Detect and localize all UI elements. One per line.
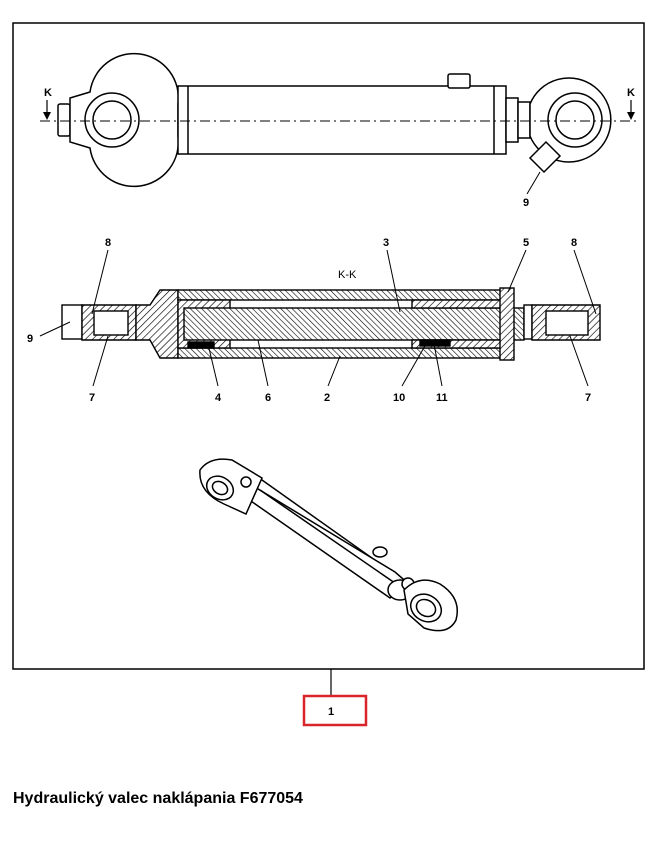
callout-bot-6: 6 (265, 392, 271, 404)
top-view-cylinder (57, 52, 612, 188)
callout-bot-4: 4 (215, 392, 222, 404)
callout-bot-7-right: 7 (585, 392, 591, 404)
section-view-cylinder (61, 287, 601, 361)
callout-mid-9: 9 (27, 333, 33, 345)
section-arrow-right (627, 100, 635, 120)
diagram-frame (12, 22, 645, 670)
callout-bot-11: 11 (436, 392, 448, 404)
section-arrow-left (43, 100, 51, 120)
callout-mid-8-right: 8 (571, 237, 577, 249)
callout-mid-5: 5 (523, 237, 529, 249)
section-marker-right: K (627, 87, 635, 99)
leader-top-9 (526, 171, 541, 195)
part-title: Hydraulický valec naklápania F677054 (13, 790, 303, 807)
ref-highlight-box[interactable] (302, 694, 368, 727)
callout-mid-8-left: 8 (105, 237, 111, 249)
section-marker-left: K (44, 87, 52, 99)
callout-bot-7-left: 7 (89, 392, 95, 404)
callout-bot-2: 2 (324, 392, 330, 404)
callout-top-9: 9 (523, 197, 529, 209)
callout-mid-3: 3 (383, 237, 389, 249)
section-label: K-K (338, 269, 357, 281)
isometric-cylinder (199, 458, 458, 632)
callout-bot-10: 10 (393, 392, 405, 404)
section-leaders (39, 249, 597, 387)
ref-number: 1 (328, 706, 334, 718)
